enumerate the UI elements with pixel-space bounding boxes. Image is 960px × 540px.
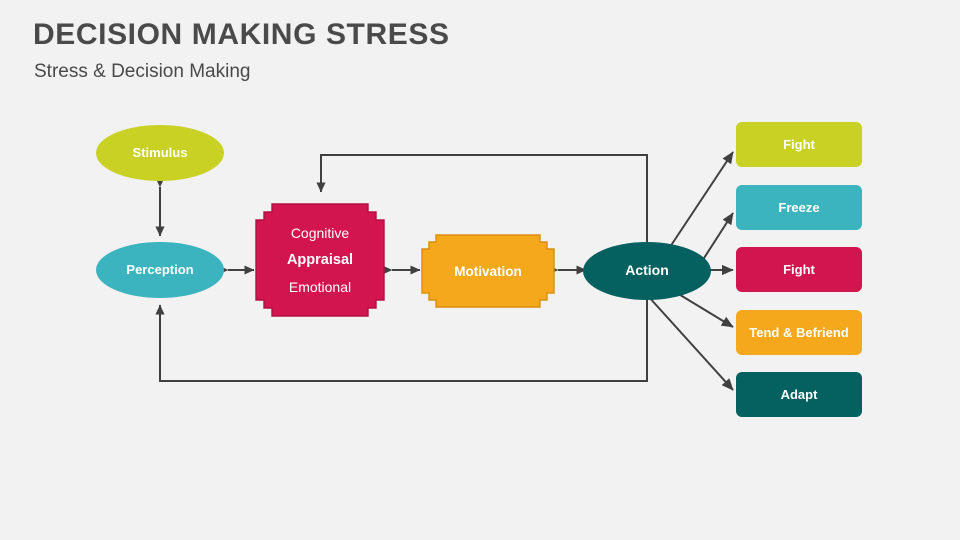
node-perception[interactable]: Perception xyxy=(96,242,224,298)
node-motivation-shape xyxy=(421,234,555,308)
connector-feedback-action-to-appraisal xyxy=(316,154,648,243)
outcome-freeze-label: Freeze xyxy=(778,200,820,215)
outcome-fight-1-label: Fight xyxy=(783,137,815,152)
outcome-fight-2-label: Fight xyxy=(783,262,815,277)
outcome-adapt[interactable]: Adapt xyxy=(736,372,862,417)
page-title: DECISION MAKING STRESS xyxy=(33,18,450,51)
node-appraisal-line-1: Cognitive xyxy=(290,225,350,241)
node-appraisal-line-2: Appraisal xyxy=(286,252,354,268)
node-action-label: Action xyxy=(625,262,669,279)
outcome-freeze[interactable]: Freeze xyxy=(736,185,862,230)
node-appraisal-shape xyxy=(255,203,385,317)
node-appraisal[interactable]: Cognitive Appraisal Emotional xyxy=(250,196,390,324)
page-subtitle: Stress & Decision Making xyxy=(34,61,251,82)
node-motivation[interactable]: Motivation xyxy=(418,229,558,313)
outcome-adapt-label: Adapt xyxy=(780,387,818,402)
outcome-fight-2[interactable]: Fight xyxy=(736,247,862,292)
connector-action-to-outcome-fight-1 xyxy=(667,151,734,251)
node-motivation-label-wrap: Motivation xyxy=(418,229,558,313)
outcome-fight-1[interactable]: Fight xyxy=(736,122,862,167)
connector-action-to-outcome-tend-befriend xyxy=(671,289,734,328)
node-motivation-label: Motivation xyxy=(454,263,522,279)
node-stimulus-label: Stimulus xyxy=(132,144,188,160)
node-stimulus[interactable]: Stimulus xyxy=(96,125,224,181)
outcome-tend-befriend-label: Tend & Befriend xyxy=(749,325,849,340)
connector-feedback-action-to-perception xyxy=(155,299,648,382)
node-appraisal-line-3: Emotional xyxy=(288,279,352,295)
connector-action-to-outcome-adapt xyxy=(647,295,734,391)
node-appraisal-text: Cognitive Appraisal Emotional xyxy=(250,196,390,324)
node-perception-label: Perception xyxy=(126,261,194,277)
outcome-tend-befriend[interactable]: Tend & Befriend xyxy=(736,310,862,355)
node-action[interactable]: Action xyxy=(583,242,711,300)
